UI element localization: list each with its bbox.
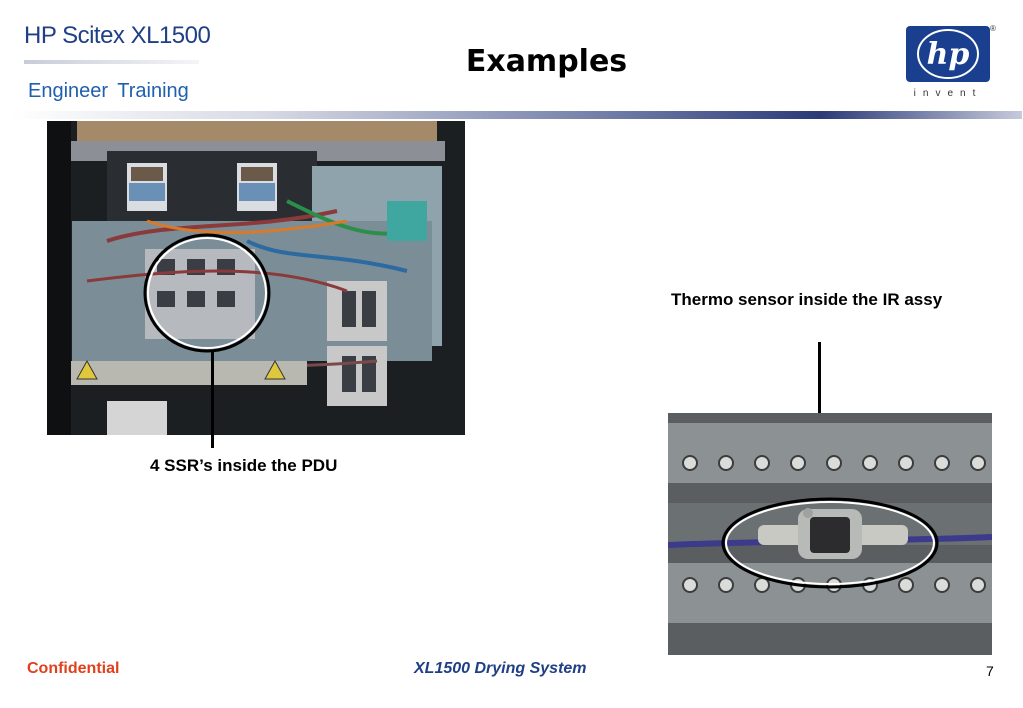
hp-registered-mark: ® bbox=[990, 24, 996, 33]
brand-product: HP Scitex XL1500 bbox=[24, 22, 211, 49]
header-divider bbox=[12, 111, 1022, 119]
pdu-caption: 4 SSR’s inside the PDU bbox=[150, 456, 338, 475]
hp-logo: hp bbox=[906, 26, 990, 82]
footer-confidential: Confidential bbox=[27, 660, 120, 677]
page-number: 7 bbox=[986, 663, 994, 679]
hp-invent-tagline: invent bbox=[913, 88, 983, 99]
brand-training: Engineer Training bbox=[28, 80, 189, 102]
hp-logo-icon: hp bbox=[917, 29, 979, 79]
sensor-caption: Thermo sensor inside the IR assy bbox=[671, 290, 943, 309]
sensor-photo bbox=[668, 413, 992, 655]
slide-title: Examples bbox=[465, 44, 628, 79]
brand-bar bbox=[24, 60, 199, 64]
pdu-photo bbox=[47, 121, 465, 435]
sensor-photo-icon bbox=[668, 413, 992, 655]
pdu-pointer-line bbox=[211, 350, 214, 448]
hp-logo-text: hp bbox=[927, 37, 970, 72]
pdu-photo-icon bbox=[47, 121, 465, 435]
footer-title: XL1500 Drying System bbox=[414, 660, 587, 677]
